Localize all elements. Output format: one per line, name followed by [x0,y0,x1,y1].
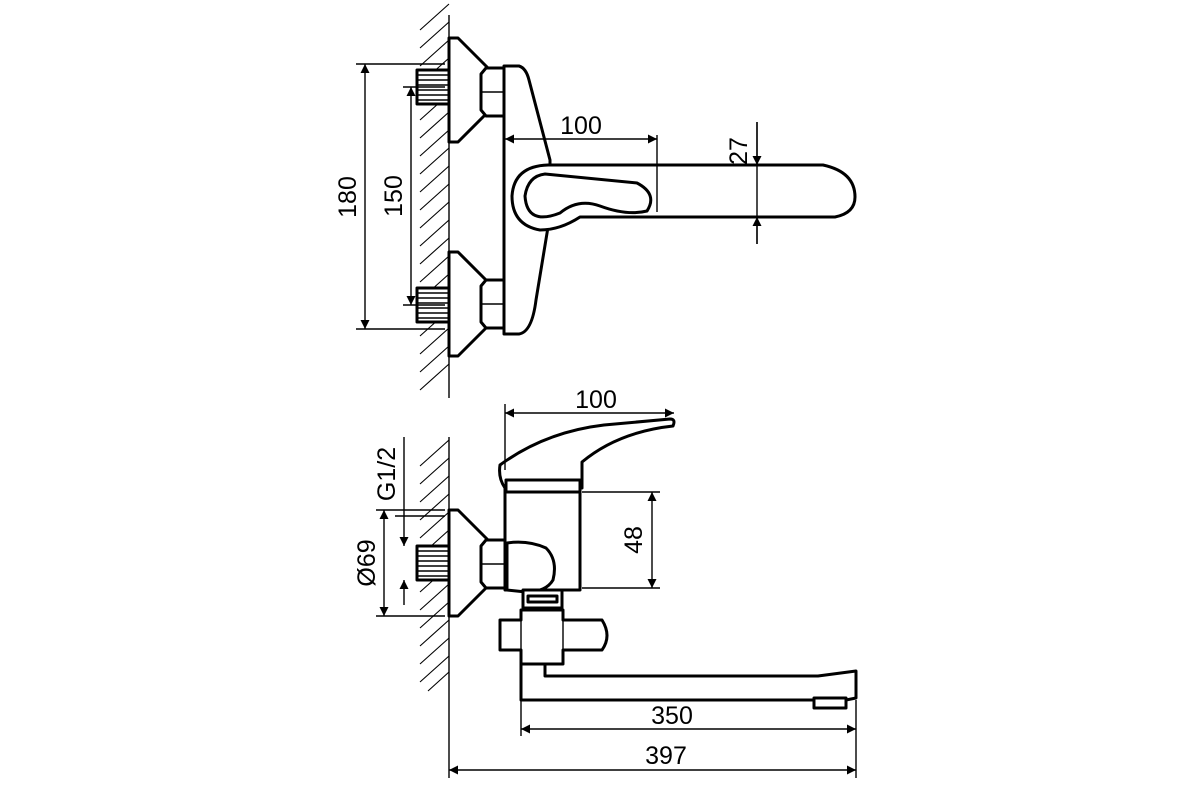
side-view: 100 G1/2 Ø69 48 350 [353,386,858,778]
side-lever-cap [504,478,582,494]
top-dim-27-label: 27 [725,137,753,165]
side-dim-100-label: 100 [575,386,617,414]
top-wall [419,3,450,398]
side-dim-g12: G1/2 [373,437,445,605]
top-dim-180: 180 [334,63,445,330]
side-dim-48-label: 48 [620,526,648,554]
top-lever-grip [523,172,653,219]
side-dim-100: 100 [504,386,674,470]
top-dim-100-label: 100 [560,112,602,140]
top-dim-150-label: 150 [380,175,408,217]
top-dim-180-label: 180 [334,176,362,218]
side-dim-g12-label: G1/2 [373,447,401,501]
side-dim-350-label: 350 [651,702,693,730]
side-dim-397-label: 397 [645,742,687,770]
top-dim-27: 27 [725,122,765,244]
side-spout [519,662,858,702]
side-dim-397: 397 [448,693,857,778]
side-diverter-valve [498,608,609,666]
side-dim-o69-label: Ø69 [353,539,381,586]
side-aerator [812,696,848,710]
side-diverter-stem [526,594,559,604]
side-dim-o69: Ø69 [353,509,445,617]
side-connector [505,540,556,594]
side-lever [498,417,676,490]
top-dim-100: 100 [505,112,658,212]
side-dim-350: 350 [520,700,857,736]
side-dim-48: 48 [582,491,660,589]
top-view: 180 150 100 27 [334,3,857,398]
top-dim-150: 150 [380,86,445,306]
side-inlet [415,544,451,582]
